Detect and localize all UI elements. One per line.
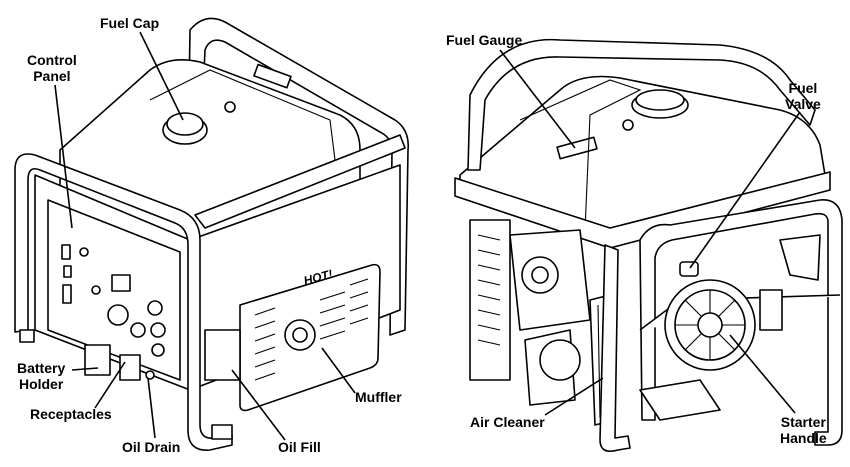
label-control-panel: Control Panel bbox=[27, 52, 77, 84]
label-fuel-valve-line2: Valve bbox=[785, 96, 821, 112]
label-fuel-cap: Fuel Cap bbox=[100, 15, 160, 31]
right-generator-rear-view bbox=[454, 38, 843, 453]
label-starter-handle: Starter Handle bbox=[780, 414, 827, 446]
label-starter-handle-line2: Handle bbox=[780, 430, 827, 446]
label-battery-holder-line2: Holder bbox=[18, 376, 64, 392]
label-fuel-gauge: Fuel Gauge bbox=[446, 32, 523, 48]
label-control-panel-line2: Panel bbox=[33, 68, 71, 84]
label-oil-drain: Oil Drain bbox=[122, 439, 181, 455]
label-fuel-valve-line1: Fuel bbox=[788, 80, 818, 96]
label-battery-holder: Battery Holder bbox=[17, 360, 65, 392]
muffler-slots bbox=[254, 278, 369, 381]
label-starter-handle-line1: Starter bbox=[780, 414, 826, 430]
label-fuel-valve: Fuel Valve bbox=[785, 80, 821, 112]
label-muffler: Muffler bbox=[355, 389, 402, 405]
label-control-panel-line1: Control bbox=[27, 52, 77, 68]
label-oil-fill: Oil Fill bbox=[278, 439, 321, 455]
left-generator-front-view: HOT! bbox=[14, 17, 410, 451]
leader-lines bbox=[54, 31, 801, 441]
label-battery-holder-line1: Battery bbox=[17, 360, 66, 376]
label-air-cleaner: Air Cleaner bbox=[470, 414, 545, 430]
label-receptacles: Receptacles bbox=[30, 406, 112, 422]
